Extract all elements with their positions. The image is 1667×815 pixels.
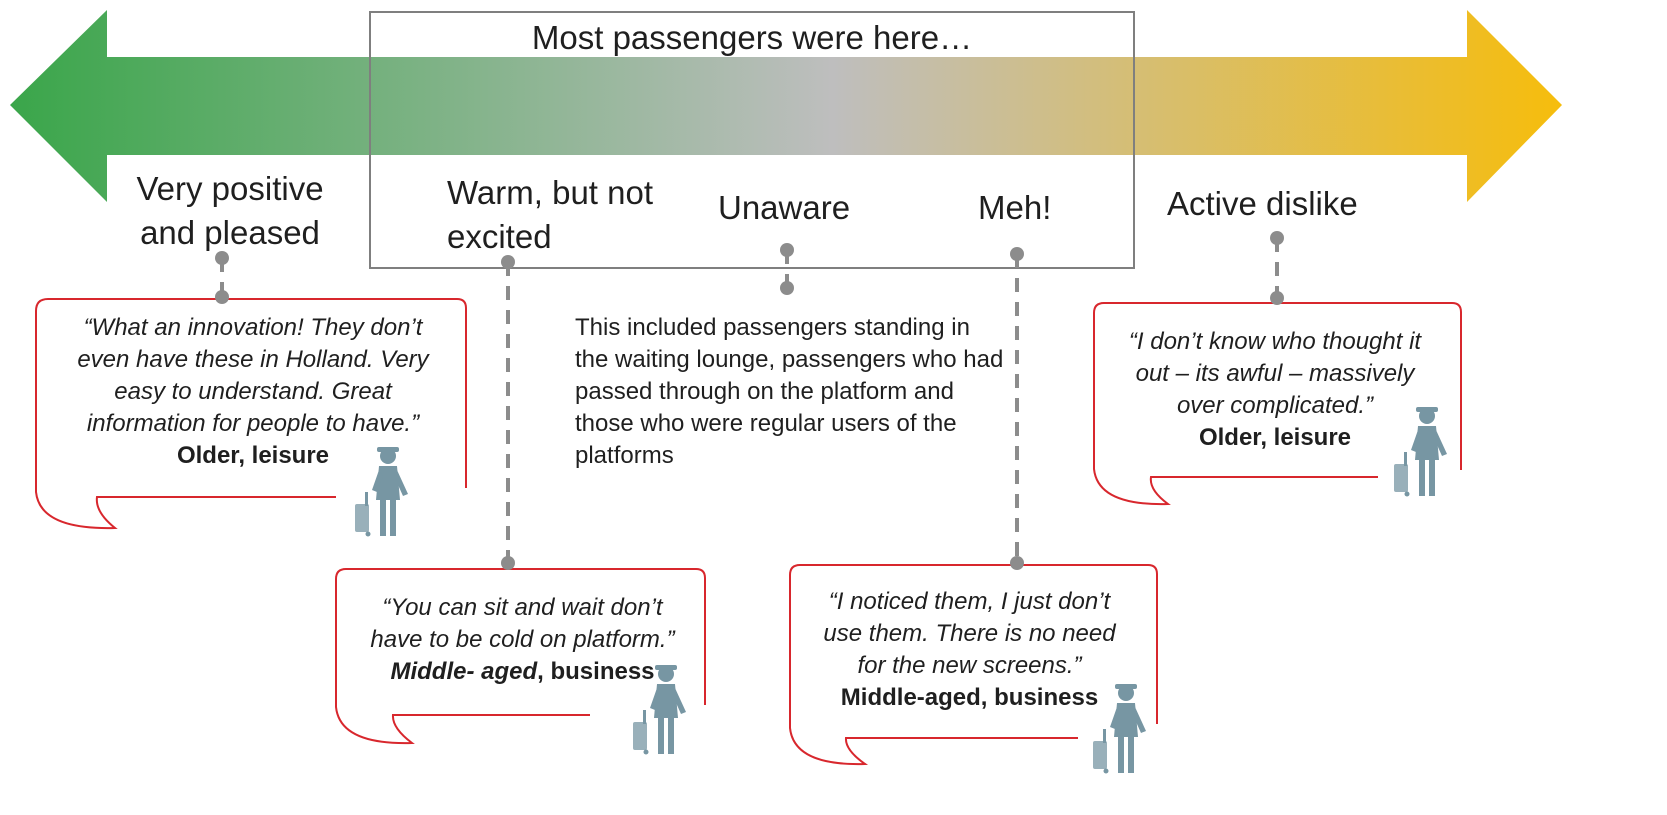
quote-dislike: “I don’t know who thought it out – its a… — [1100, 326, 1450, 454]
label-warm: Warm, but not excited — [447, 171, 653, 259]
quote-positive: “What an innovation! They don’t even hav… — [40, 312, 466, 472]
connector-dot — [780, 243, 794, 257]
attribution-rest: , business — [537, 658, 655, 685]
label-active-dislike: Active dislike — [1167, 185, 1358, 222]
connector-dot — [1270, 291, 1284, 305]
quote-line: “You can sit and wait don’t — [382, 594, 663, 621]
connector-dot — [501, 255, 515, 269]
label-unaware: Unaware — [718, 189, 851, 226]
unaware-note: This included passengers standing in the… — [575, 314, 1004, 469]
quote-meh: “I noticed them, I just don’t use them. … — [792, 586, 1147, 714]
quote-warm: “You can sit and wait don’t have to be c… — [340, 592, 705, 688]
quote-line: “I don’t know who thought it — [1128, 328, 1422, 355]
quote-attribution: Older, leisure — [1198, 424, 1352, 451]
label-meh: Meh! — [978, 189, 1052, 226]
attribution-emphasis: Middle- aged — [390, 658, 538, 685]
label-very-positive-line-2: and pleased — [140, 214, 320, 251]
bubble-dislike — [1093, 302, 1462, 506]
connector-dot — [501, 556, 515, 570]
connector-dot — [215, 251, 229, 265]
bubble-meh — [789, 564, 1158, 766]
connector-dot — [215, 290, 229, 304]
quote-line: use them. There is no need — [823, 620, 1116, 647]
quote-line: out – its awful – massively — [1135, 360, 1415, 387]
quote-line: for the new screens.” — [857, 652, 1082, 679]
connector-dot — [1010, 247, 1024, 261]
majority-box-title: Most passengers were here… — [531, 19, 973, 56]
quote-line: information for people to have.” — [86, 410, 420, 437]
label-warm-line-1: Warm, but not — [447, 174, 654, 211]
quote-line: easy to understand. Great — [114, 378, 392, 405]
quote-attribution: Middle- aged, business — [340, 656, 705, 688]
quote-line: “I noticed them, I just don’t — [828, 588, 1111, 615]
connector-dot — [1270, 231, 1284, 245]
quote-attribution: Older, leisure — [176, 442, 330, 469]
quote-attribution: Middle-aged, business — [840, 684, 1099, 711]
quote-line: even have these in Holland. Very — [77, 346, 429, 373]
quote-line: “What an innovation! They don’t — [83, 314, 423, 341]
label-very-positive-line-1: Very positive — [136, 170, 324, 207]
bubble-positive — [35, 298, 467, 530]
quote-line: have to be cold on platform.” — [370, 626, 675, 653]
bubble-warm — [335, 568, 706, 745]
connector-dot — [780, 281, 794, 295]
quote-line: over complicated.” — [1176, 392, 1374, 419]
label-very-positive: Very positive and pleased — [132, 167, 328, 255]
majority-box — [369, 11, 1135, 269]
sentiment-arrow — [10, 10, 1562, 202]
label-warm-line-2: excited — [447, 218, 552, 255]
connector-dot — [1010, 556, 1024, 570]
